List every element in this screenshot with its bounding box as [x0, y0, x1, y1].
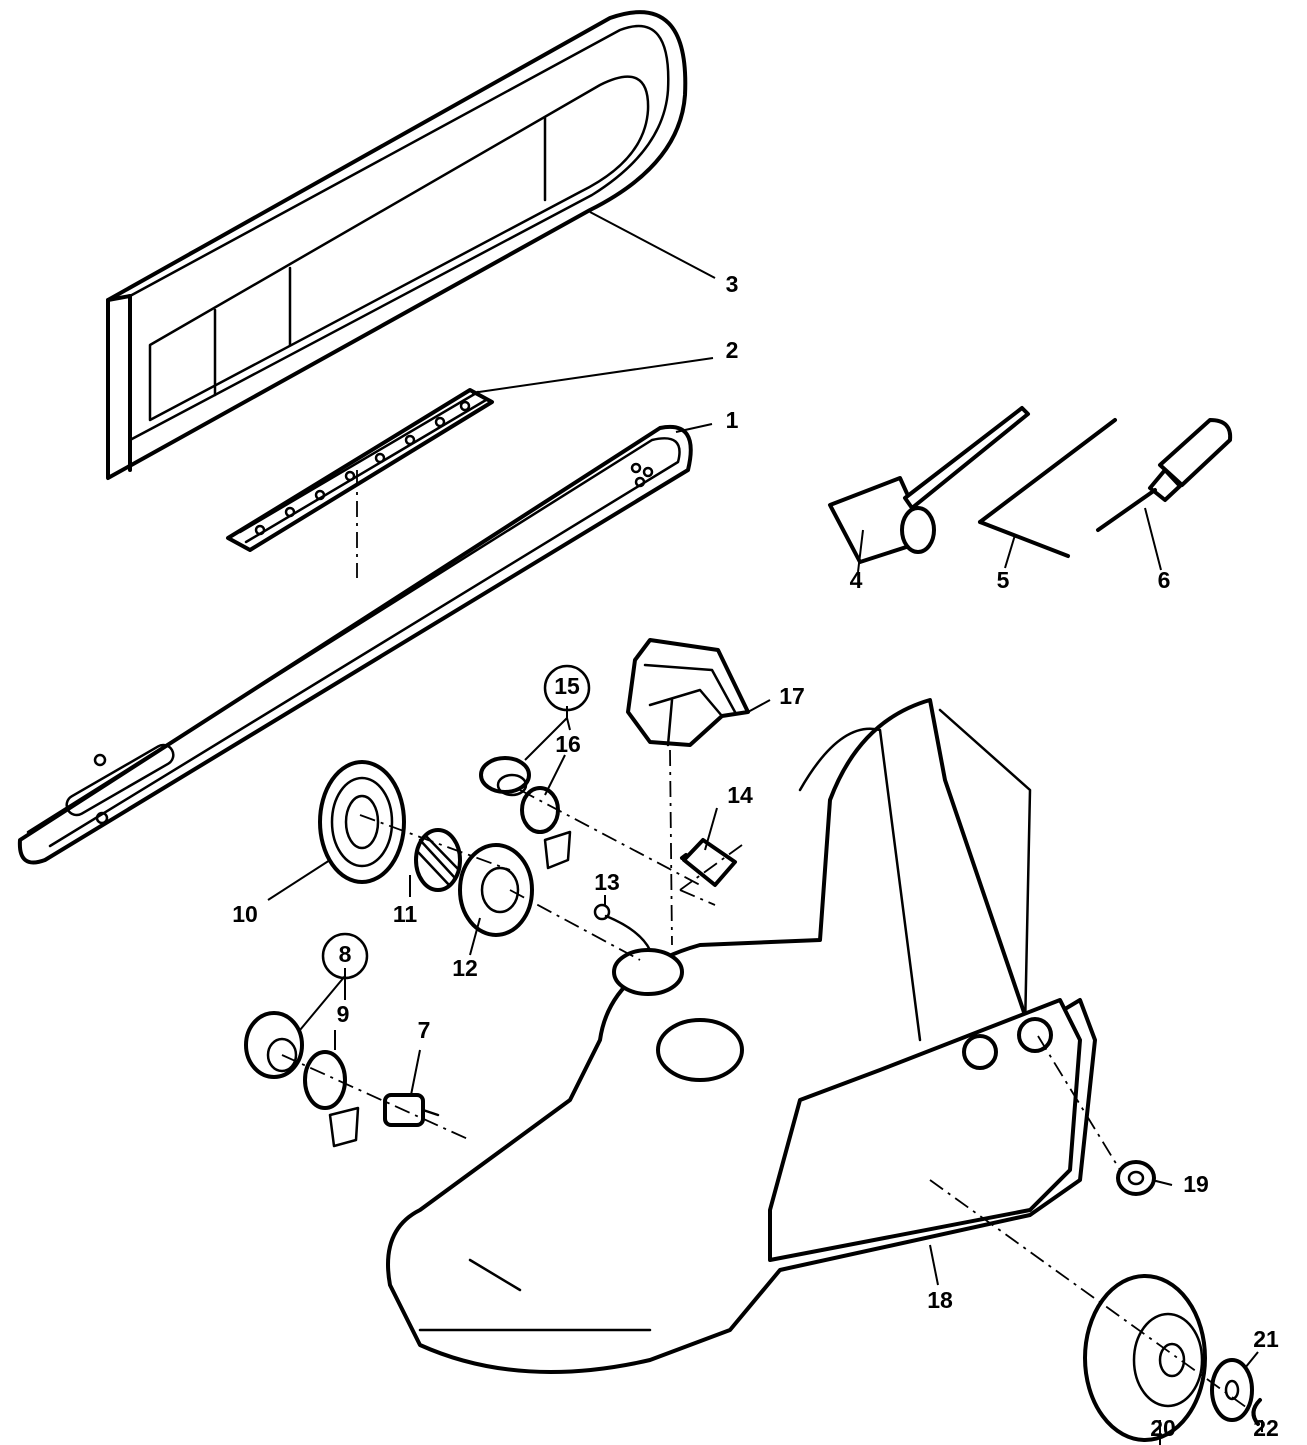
fuel-filter [383, 1093, 440, 1127]
starter-parts [318, 760, 534, 937]
assembly-lines [281, 470, 1251, 1411]
part-label-7: 7 [418, 1017, 431, 1043]
chainsaw-body [386, 698, 1097, 1374]
part-label-12: 12 [452, 955, 478, 981]
part-label-19: 19 [1183, 1171, 1209, 1197]
part-label-5: 5 [997, 567, 1010, 593]
air-filter [626, 638, 750, 747]
combination-wrench [828, 406, 1030, 564]
bar-cover [106, 10, 688, 480]
part-label-1: 1 [726, 407, 739, 433]
part-label-11: 11 [393, 901, 418, 927]
part-label-22: 22 [1253, 1415, 1279, 1441]
leader-lines [267, 211, 1263, 1445]
label-circle-8 [321, 932, 369, 980]
part-labels: 3 2 1 4 5 6 15 16 17 14 13 10 11 12 8 9 … [232, 271, 1279, 1441]
part-label-8: 8 [339, 941, 352, 967]
part-label-4: 4 [850, 567, 863, 593]
saw-chain [226, 388, 494, 552]
part-label-17: 17 [779, 683, 805, 709]
part-label-6: 6 [1158, 567, 1171, 593]
ignition-wire [593, 903, 652, 952]
part-label-18: 18 [927, 1287, 953, 1313]
part-label-20: 20 [1150, 1415, 1176, 1441]
fuel-cap-assembly [244, 1011, 360, 1148]
part-label-10: 10 [232, 901, 258, 927]
part-label-14: 14 [727, 782, 753, 808]
part-label-2: 2 [726, 337, 739, 363]
part-label-3: 3 [726, 271, 739, 297]
spark-plug [680, 838, 737, 887]
label-circle-15 [543, 664, 591, 712]
bar-nut [1116, 1160, 1156, 1196]
part-label-15: 15 [554, 673, 580, 699]
hex-key [978, 418, 1117, 558]
part-label-9: 9 [337, 1001, 350, 1027]
clutch-drum [1083, 1274, 1207, 1442]
part-label-16: 16 [555, 731, 581, 757]
part-label-13: 13 [594, 869, 620, 895]
guide-bar [17, 424, 693, 865]
screwdriver [1096, 418, 1233, 532]
part-label-21: 21 [1253, 1326, 1279, 1352]
